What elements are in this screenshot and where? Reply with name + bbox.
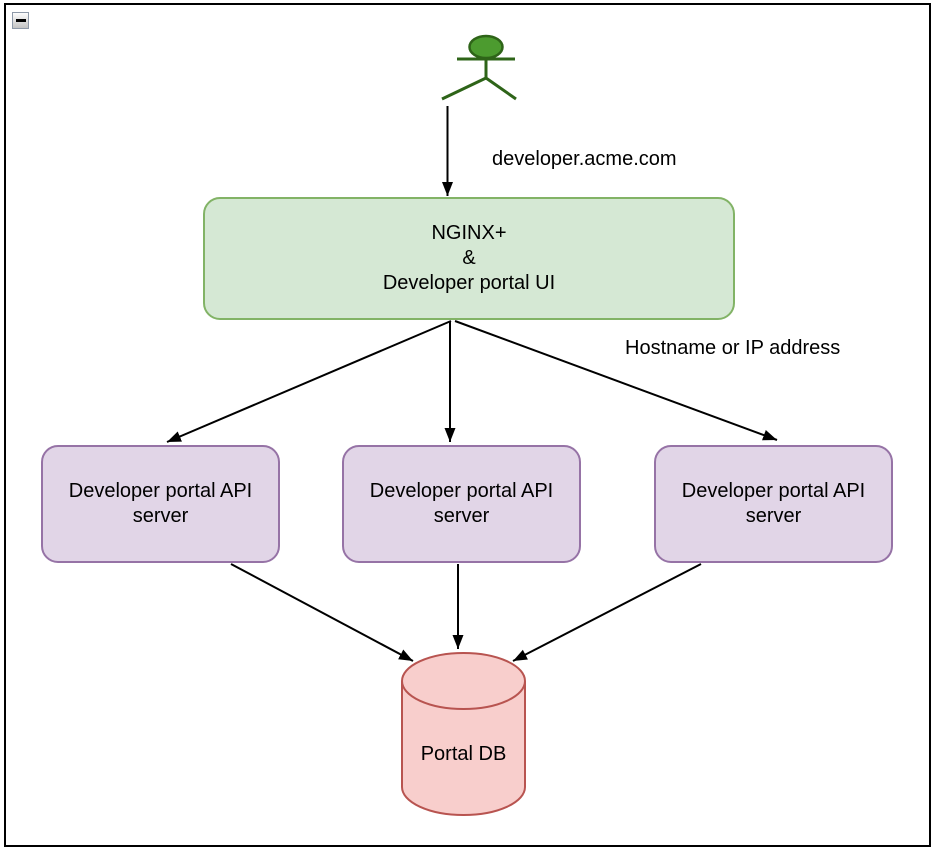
node-api-server-2[interactable]: Developer portal API server [342, 445, 581, 563]
collapse-minus-icon [15, 19, 26, 22]
node-api-server-3-label: Developer portal API server [681, 480, 866, 527]
node-portal-db-label: Portal DB [420, 743, 507, 765]
node-api-server-1-label: Developer portal API server [68, 480, 253, 527]
node-api-server-1[interactable]: Developer portal API server [41, 445, 280, 563]
edge-api1-to-db[interactable] [230, 563, 414, 662]
node-nginx-label: NGINX+ & Developer portal UI [382, 222, 556, 294]
edge-nginx-to-api3[interactable] [454, 320, 778, 441]
user-actor-icon[interactable] [441, 34, 517, 101]
edge-label-hostname: Hostname or IP address [625, 337, 841, 359]
edge-api3-to-db[interactable] [512, 563, 702, 662]
edge-label-url: developer.acme.com [492, 148, 677, 170]
collapse-button[interactable] [12, 12, 29, 29]
node-api-server-3[interactable]: Developer portal API server [654, 445, 893, 563]
node-portal-db-shape[interactable] [401, 652, 526, 816]
node-nginx[interactable]: NGINX+ & Developer portal UI [203, 197, 735, 320]
node-api-server-2-label: Developer portal API server [369, 480, 554, 527]
edge-nginx-to-api1[interactable] [166, 320, 452, 443]
